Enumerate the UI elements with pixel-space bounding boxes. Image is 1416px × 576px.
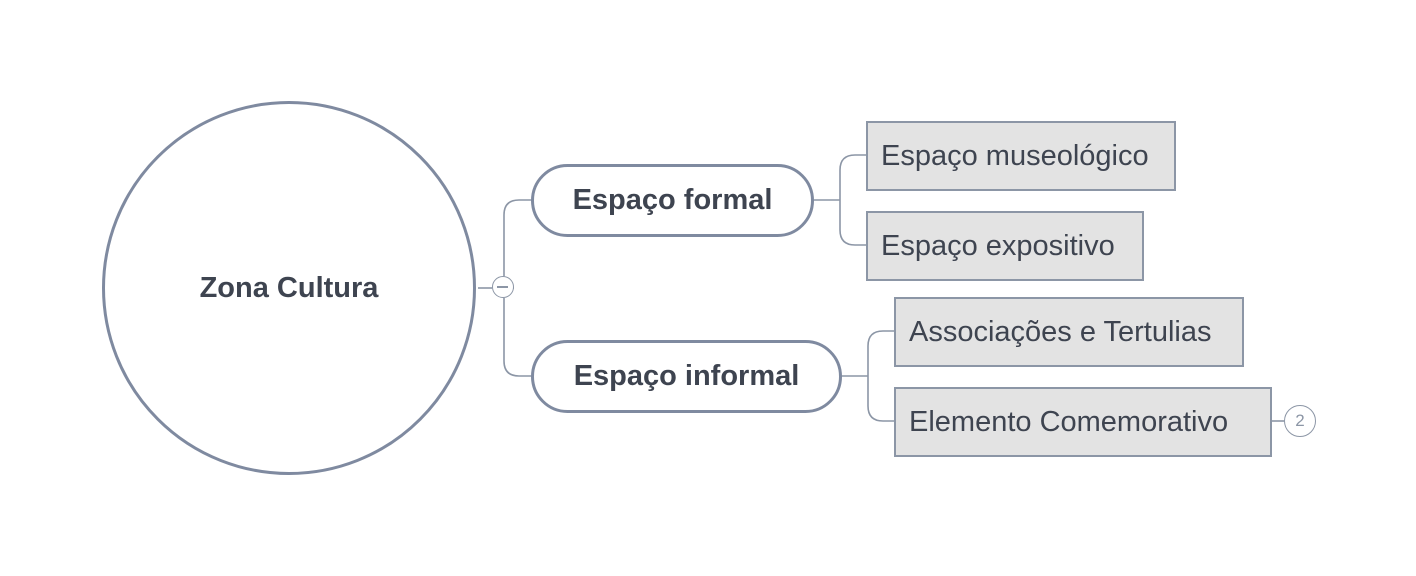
leaf-node-elemento-comemorativo[interactable]: Elemento Comemorativo [894, 387, 1272, 457]
branch-node-espaco-informal[interactable]: Espaço informal [531, 340, 842, 413]
leaf-node-label: Espaço museológico [881, 139, 1149, 172]
leaf-node-espaco-expositivo[interactable]: Espaço expositivo [866, 211, 1144, 281]
branch-node-label: Espaço informal [573, 360, 800, 392]
branch-node-label: Espaço formal [572, 184, 773, 216]
collapse-toggle-button[interactable] [492, 276, 514, 298]
leaf-node-label: Elemento Comemorativo [909, 405, 1229, 438]
minus-icon [497, 286, 508, 288]
leaf-node-label: Associações e Tertulias [909, 315, 1212, 348]
collapsed-children-count-badge[interactable]: 2 [1284, 405, 1316, 437]
connector-informal-to-leaves [841, 330, 895, 422]
branch-node-espaco-formal[interactable]: Espaço formal [531, 164, 814, 237]
leaf-node-label: Espaço expositivo [881, 229, 1115, 262]
root-node[interactable]: Zona Cultura [102, 101, 476, 475]
leaf-node-espaco-museologico[interactable]: Espaço museológico [866, 121, 1176, 191]
connector-formal-to-leaves [813, 154, 867, 246]
root-node-label: Zona Cultura [199, 271, 379, 304]
leaf-node-associacoes-e-tertulias[interactable]: Associações e Tertulias [894, 297, 1244, 367]
